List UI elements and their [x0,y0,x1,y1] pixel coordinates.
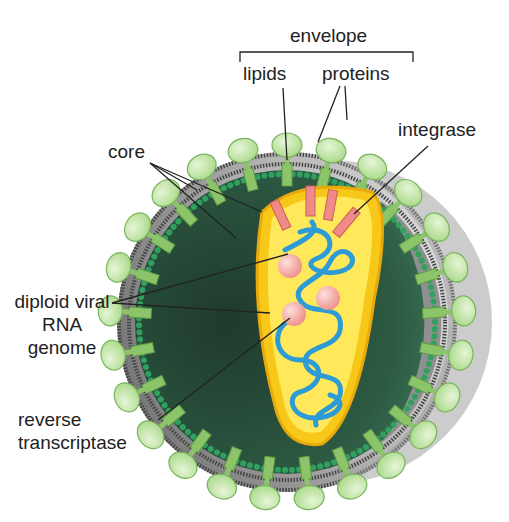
core-capsid [257,187,382,445]
matrix-dots [139,174,435,470]
reverse-transcriptase-spheres [278,254,340,326]
part-label: proteins [322,62,422,85]
part-label: integrase [398,118,498,141]
core-inner [268,197,372,433]
lipid-inner-layer [129,164,445,480]
part-label: diploid viral RNA genome [12,290,112,359]
envelope-proteins [97,133,476,511]
part-label: core [108,140,188,163]
part-label: envelope [290,24,400,47]
part-label: reverse transcriptase [18,408,158,454]
envelope-bracket [240,52,413,62]
leader-lines [112,86,428,420]
part-label: lipids [243,62,323,85]
rna-strands [278,222,353,425]
